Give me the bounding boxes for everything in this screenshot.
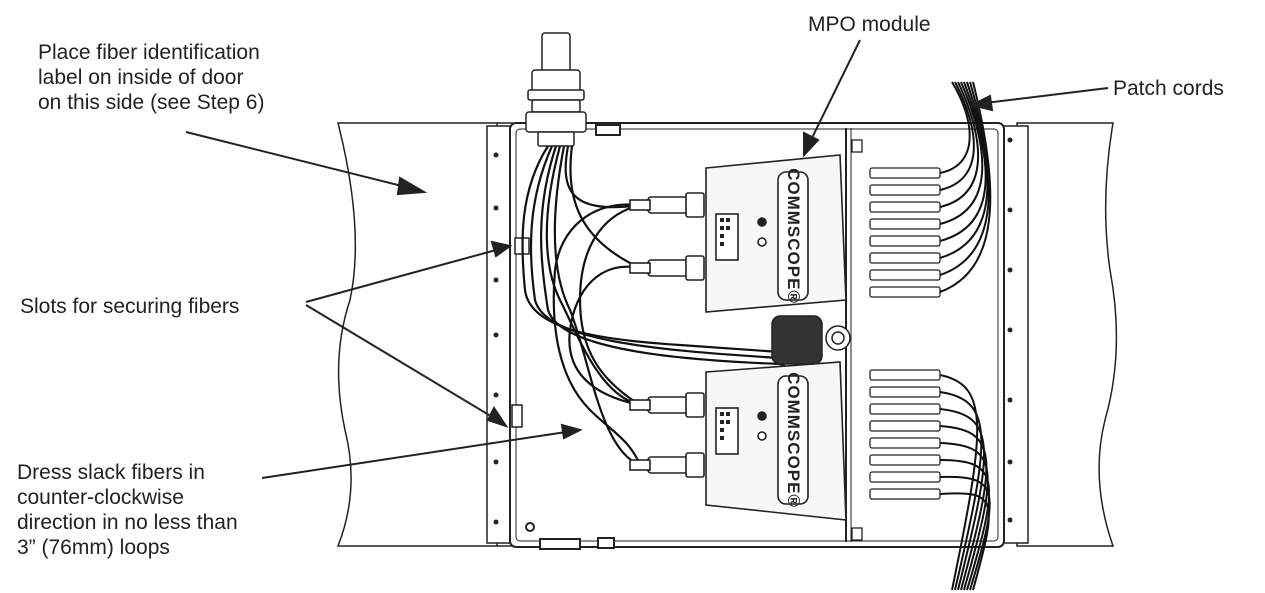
slots-label: Slots for securing fibers (20, 295, 240, 318)
module-brand-lower: COMMSCOPE® (784, 372, 803, 508)
inter-module-cable-icon (771, 315, 851, 365)
mpo-module-callout: MPO module (808, 12, 931, 37)
door-label-line-3: on this side (see Step 6) (38, 91, 265, 114)
door-label-line-2: label on inside of door (38, 66, 244, 89)
dress-slack-line-2: counter-clockwise (17, 486, 184, 509)
dress-slack-line-1: Dress slack fibers in (17, 461, 205, 484)
arrow-slot-lower-icon (305, 304, 495, 419)
lc-connector-lower-icon (869, 369, 941, 500)
right-door-bracket-icon (999, 122, 1118, 547)
mpo-module-label: MPO module (808, 13, 931, 36)
arrow-patch-icon (984, 87, 1109, 104)
leader-arrows (185, 39, 1109, 479)
arrow-dress-icon (261, 431, 567, 479)
left-door-bracket-icon (336, 122, 514, 547)
slots-callout: Slots for securing fibers (20, 294, 239, 319)
patch-cord-icon (939, 81, 992, 591)
door-label-callout: Place fiber identification label on insi… (38, 40, 264, 115)
arrow-mpo-icon (809, 39, 861, 143)
arrow-door-icon (185, 131, 411, 189)
dress-slack-line-4: 3” (76mm) loops (17, 536, 170, 559)
dress-slack-callout: Dress slack fibers in counter-clockwise … (17, 460, 238, 560)
cable-gland-icon (525, 32, 587, 147)
mpo-module-lower-icon (629, 361, 847, 521)
patch-cords-callout: Patch cords (1113, 76, 1224, 101)
module-brand-upper: COMMSCOPE® (784, 168, 803, 304)
door-label-line-1: Place fiber identification (38, 41, 260, 64)
patch-cords-label: Patch cords (1113, 77, 1224, 100)
mpo-module-upper-icon (629, 154, 847, 313)
lc-connector-upper-icon (851, 139, 941, 541)
arrow-slot-upper-icon (305, 249, 497, 303)
dress-slack-line-3: direction in no less than (17, 511, 238, 534)
